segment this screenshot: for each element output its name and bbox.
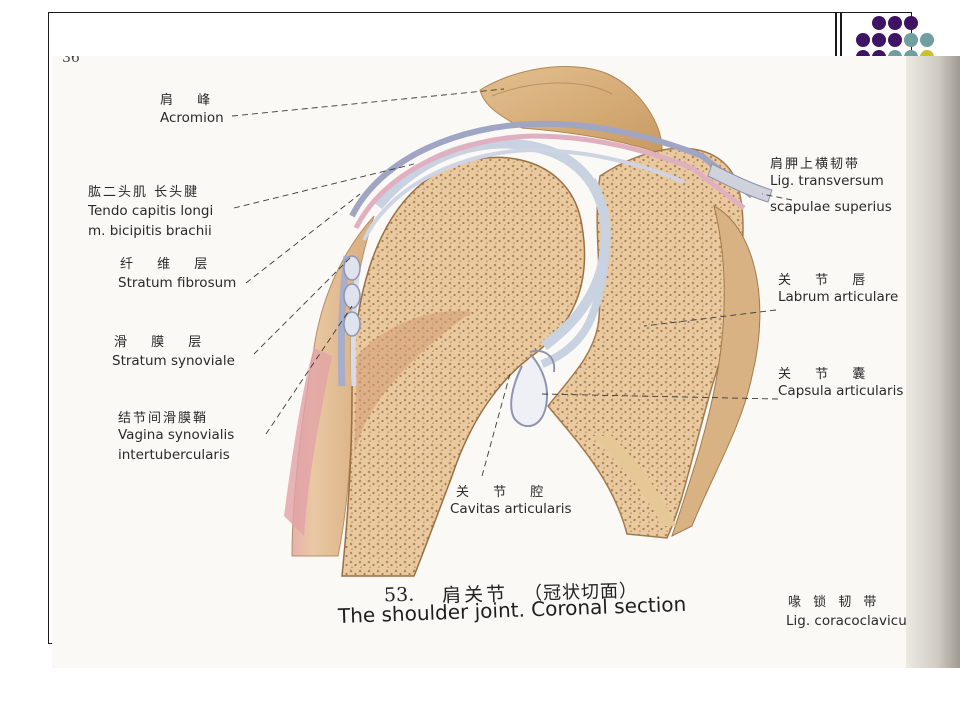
- shoulder-joint-illustration: [231, 66, 793, 577]
- label-transverse-ligament-la: Lig. transversum: [770, 173, 884, 189]
- label-vagina-synovialis-la2: intertubercularis: [118, 447, 230, 463]
- label-transverse-ligament-zh: 肩胛上横韧带: [770, 157, 861, 172]
- label-stratum-fibrosum-la: Stratum fibrosum: [118, 275, 237, 291]
- label-stratum-synoviale-zh: 滑 膜 层: [114, 335, 212, 350]
- label-biceps-tendon-la2: m. bicipitis brachii: [88, 223, 212, 239]
- label-coracoclavicular-la: Lig. coracoclaviculare: [786, 613, 933, 629]
- page-edge-shadow: [906, 56, 960, 668]
- label-acromion-la: Acromion: [160, 110, 224, 126]
- label-vagina-synovialis-zh: 结节间滑膜鞘: [118, 411, 209, 426]
- label-stratum-fibrosum-zh: 纤 维 层: [120, 257, 218, 272]
- label-biceps-tendon-zh: 肱二头肌 长头腱: [88, 185, 200, 200]
- transverse-scapular-ligament: [707, 163, 773, 203]
- dot: [872, 16, 886, 30]
- label-cavitas-la: Cavitas articularis: [450, 501, 572, 517]
- label-acromion-zh: 肩 峰: [160, 93, 221, 108]
- label-labrum-la: Labrum articulare: [778, 289, 899, 305]
- dot: [920, 33, 934, 47]
- label-stratum-synoviale-la: Stratum synoviale: [112, 353, 235, 369]
- label-cavitas-zh: 关 节 腔: [456, 485, 554, 500]
- dot: [872, 33, 886, 47]
- dot: [856, 33, 870, 47]
- frame-divider: [835, 12, 837, 60]
- dot: [904, 33, 918, 47]
- inferior-recess: [510, 355, 548, 428]
- label-transverse-ligament-la2: scapulae superius: [770, 199, 892, 215]
- label-capsula-zh: 关 节 囊: [778, 367, 876, 382]
- dot: [904, 16, 918, 30]
- label-capsula-la: Capsula articularis: [778, 383, 904, 399]
- scanned-figure: 36 肩 峰 Acromion 肱二头肌 长头腱 Tendo capitis l…: [52, 56, 960, 668]
- dot: [888, 16, 902, 30]
- label-biceps-tendon-la: Tendo capitis longi: [88, 203, 214, 219]
- label-labrum-zh: 关 节 唇: [778, 273, 876, 288]
- page-number: 36: [62, 56, 80, 66]
- dot: [888, 33, 902, 47]
- label-coracoclavicular-zh: 喙 锁 韧 带: [788, 595, 881, 610]
- label-vagina-synovialis-la: Vagina synovialis: [118, 427, 235, 443]
- frame-divider: [840, 12, 842, 60]
- leader-lines: [231, 88, 793, 477]
